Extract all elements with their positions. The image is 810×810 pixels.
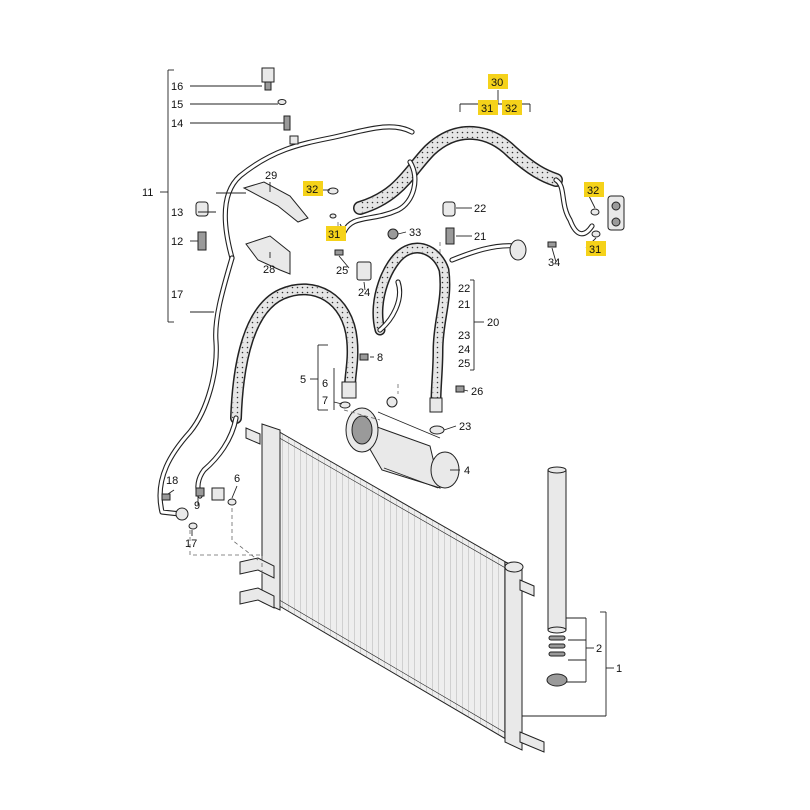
callout-6-mid: 6: [322, 378, 328, 390]
callout-32-right: 32: [587, 185, 599, 197]
callout-31-top: 31: [481, 103, 493, 115]
callout-22-group: 22: [458, 283, 470, 295]
highlight-31-top: [478, 100, 498, 115]
callout-32-top: 32: [505, 103, 517, 115]
callout-13: 13: [171, 207, 183, 219]
callout-31-left: 31: [328, 229, 340, 241]
callout-23-low: 23: [459, 421, 471, 433]
callout-labels: 16 15 14 11 13 12 17 29 28 30 31 32 32 3…: [142, 74, 622, 675]
callout-23-group: 23: [458, 330, 470, 342]
callout-32-left: 32: [306, 184, 318, 196]
callout-6-low: 6: [234, 473, 240, 485]
callout-26: 26: [471, 386, 483, 398]
leader-lines: [160, 69, 614, 717]
callout-4: 4: [464, 465, 470, 477]
receiver-drier: [546, 466, 568, 687]
callout-1: 1: [616, 663, 622, 675]
callout-21-group: 21: [458, 299, 470, 311]
callout-24-group: 24: [458, 344, 470, 356]
small-parts: [161, 67, 625, 575]
callout-28: 28: [263, 264, 275, 276]
callout-18: 18: [166, 475, 178, 487]
callout-31-right: 31: [589, 244, 601, 256]
callout-5: 5: [300, 374, 306, 386]
callout-29: 29: [265, 170, 277, 182]
callout-15: 15: [171, 99, 183, 111]
callout-2: 2: [596, 643, 602, 655]
highlight-31-left: [326, 226, 346, 241]
callout-14: 14: [171, 118, 183, 130]
callout-24-left: 24: [358, 287, 370, 299]
callout-34: 34: [548, 257, 560, 269]
callout-25-left: 25: [336, 265, 348, 277]
callout-9: 9: [194, 500, 200, 512]
callout-30: 30: [491, 77, 503, 89]
callout-33: 33: [409, 227, 421, 239]
highlight-30: [488, 74, 508, 89]
compressor: [345, 396, 460, 489]
callout-17-low: 17: [185, 538, 197, 550]
refrigerant-lines: [157, 124, 595, 517]
highlight-31-right: [586, 241, 606, 256]
highlight-32-top: [502, 100, 522, 115]
callout-25-group: 25: [458, 358, 470, 370]
callout-12: 12: [171, 236, 183, 248]
highlight-32-right: [584, 182, 604, 197]
callout-21-top: 21: [474, 231, 486, 243]
callout-16: 16: [171, 81, 183, 93]
condenser: [239, 423, 545, 753]
callout-11: 11: [142, 187, 153, 199]
callout-20: 20: [487, 317, 499, 329]
callout-17-top: 17: [171, 289, 183, 301]
callout-22-top: 22: [474, 203, 486, 215]
callout-8: 8: [377, 352, 383, 364]
callout-7: 7: [322, 395, 328, 407]
highlight-32-left: [303, 181, 323, 196]
